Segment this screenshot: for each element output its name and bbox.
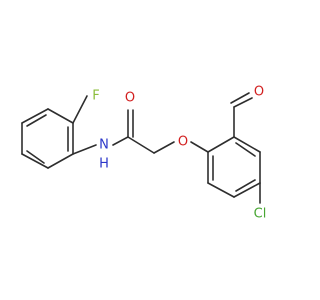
bond-c-o [153, 141, 175, 154]
amide-hydrogen-label: H [99, 157, 109, 172]
bond [21, 153, 49, 169]
structure-canvas: F N H O O O Cl [21, 84, 267, 222]
bond [233, 182, 261, 198]
bond-c-c [127, 136, 155, 154]
aldehyde-oxygen-label: O [254, 85, 264, 100]
nitrogen-label: N [99, 138, 109, 153]
ether-oxygen-label: O [178, 135, 188, 150]
carbonyl-oxygen-label: O [125, 91, 135, 106]
bond [207, 182, 235, 198]
bond-c-n [72, 144, 97, 155]
bond [233, 136, 261, 153]
bond-c-f [72, 95, 88, 124]
double-bond-inner [26, 114, 47, 127]
double-bond-inner [235, 142, 256, 157]
bond [21, 108, 49, 124]
bond [207, 136, 235, 153]
double-bond-inner [235, 179, 256, 192]
chlorine-label: Cl [254, 207, 267, 222]
bond-n-c [112, 136, 129, 146]
bond-c-o-aldehyde-second [230, 92, 250, 104]
molecule-diagram: F N H O O O Cl [21, 85, 267, 222]
bond [47, 108, 74, 124]
fluorophenyl-ring [21, 108, 74, 169]
bond [47, 153, 74, 169]
bond-o-c [190, 141, 209, 153]
double-bond-inner [26, 150, 45, 164]
fluorine-label: F [92, 89, 99, 104]
bond-c-o-aldehyde [233, 97, 253, 108]
chlorobenzaldehyde-ring [207, 136, 261, 198]
